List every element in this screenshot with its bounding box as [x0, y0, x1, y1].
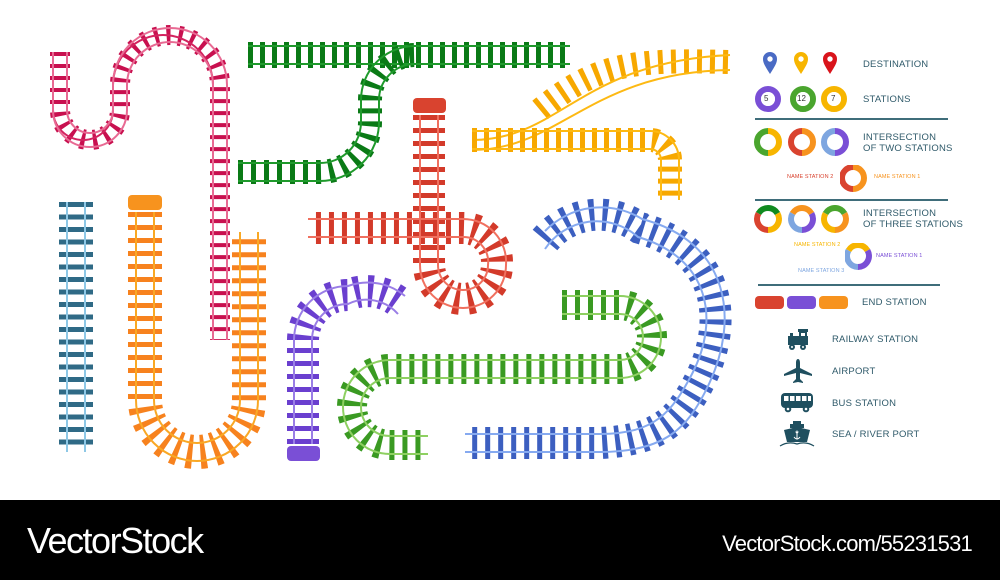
pin-icon — [763, 52, 777, 74]
ship-icon — [779, 421, 815, 447]
pin-icon — [823, 52, 837, 74]
name-station-2: NAME STATION 2 — [794, 242, 841, 248]
bus-station-label: BUS STATION — [832, 398, 897, 409]
red-end-station — [413, 98, 446, 113]
name-station-3: NAME STATION 3 — [798, 268, 845, 274]
two-stations-label-line2: OF TWO STATIONS — [863, 143, 953, 154]
destination-label: DESTINATION — [863, 59, 929, 70]
destination-pins — [763, 52, 837, 74]
legend-divider — [755, 118, 948, 120]
three-station-example-ring — [845, 243, 872, 270]
airplane-icon — [784, 359, 812, 383]
three-stations-label-line1: INTERSECTION — [863, 208, 937, 219]
track-pieces — [50, 25, 732, 469]
legend-divider — [755, 199, 948, 201]
name-station-2: NAME STATION 2 — [787, 174, 834, 180]
yellow-track — [471, 49, 731, 200]
footer-bar: VectorStock VectorStock.com/55231531 — [0, 500, 1000, 580]
purple-end-station — [287, 446, 320, 461]
end-station-swatch-orange — [819, 296, 848, 309]
steel-blue-track — [59, 202, 93, 452]
lime-green-track — [337, 290, 667, 460]
train-icon — [788, 329, 808, 350]
red-cross-loop-track — [308, 98, 513, 315]
name-station-1: NAME STATION 1 — [876, 253, 923, 259]
bus-icon — [781, 393, 813, 413]
end-station-swatch-red — [755, 296, 784, 309]
station-badge-number: 7 — [831, 94, 836, 103]
orange-u-track — [128, 195, 266, 469]
image-url-text: VectorStock.com/55231531 — [722, 531, 973, 556]
station-badge-number: 12 — [797, 94, 807, 103]
three-station-rings — [754, 205, 849, 233]
end-station-swatch-purple — [787, 296, 816, 309]
three-stations-label-line2: OF THREE STATIONS — [863, 219, 963, 230]
airport-label: AIRPORT — [832, 366, 876, 377]
name-station-1: NAME STATION 1 — [874, 174, 921, 180]
two-station-rings — [754, 128, 849, 156]
two-station-example-ring — [840, 165, 867, 192]
dark-green-track — [238, 42, 570, 184]
station-badges — [755, 86, 847, 112]
magenta-s-track — [50, 25, 230, 340]
railway-station-label: RAILWAY STATION — [832, 334, 919, 345]
orange-end-station — [128, 195, 162, 210]
port-label: SEA / RIVER PORT — [832, 429, 920, 440]
end-station-label: END STATION — [862, 297, 927, 308]
legend-divider — [758, 284, 940, 286]
purple-track — [287, 275, 414, 461]
two-stations-label-line1: INTERSECTION — [863, 132, 937, 143]
railway-infographic-canvas: DESTINATION 5 12 7 STATIONS INTERSECTION… — [50, 25, 963, 469]
pin-icon — [794, 52, 808, 74]
station-badge-number: 5 — [764, 94, 769, 103]
brand-logo-text: VectorStock — [27, 520, 204, 561]
stations-label: STATIONS — [863, 94, 911, 105]
royal-blue-track — [465, 198, 732, 459]
